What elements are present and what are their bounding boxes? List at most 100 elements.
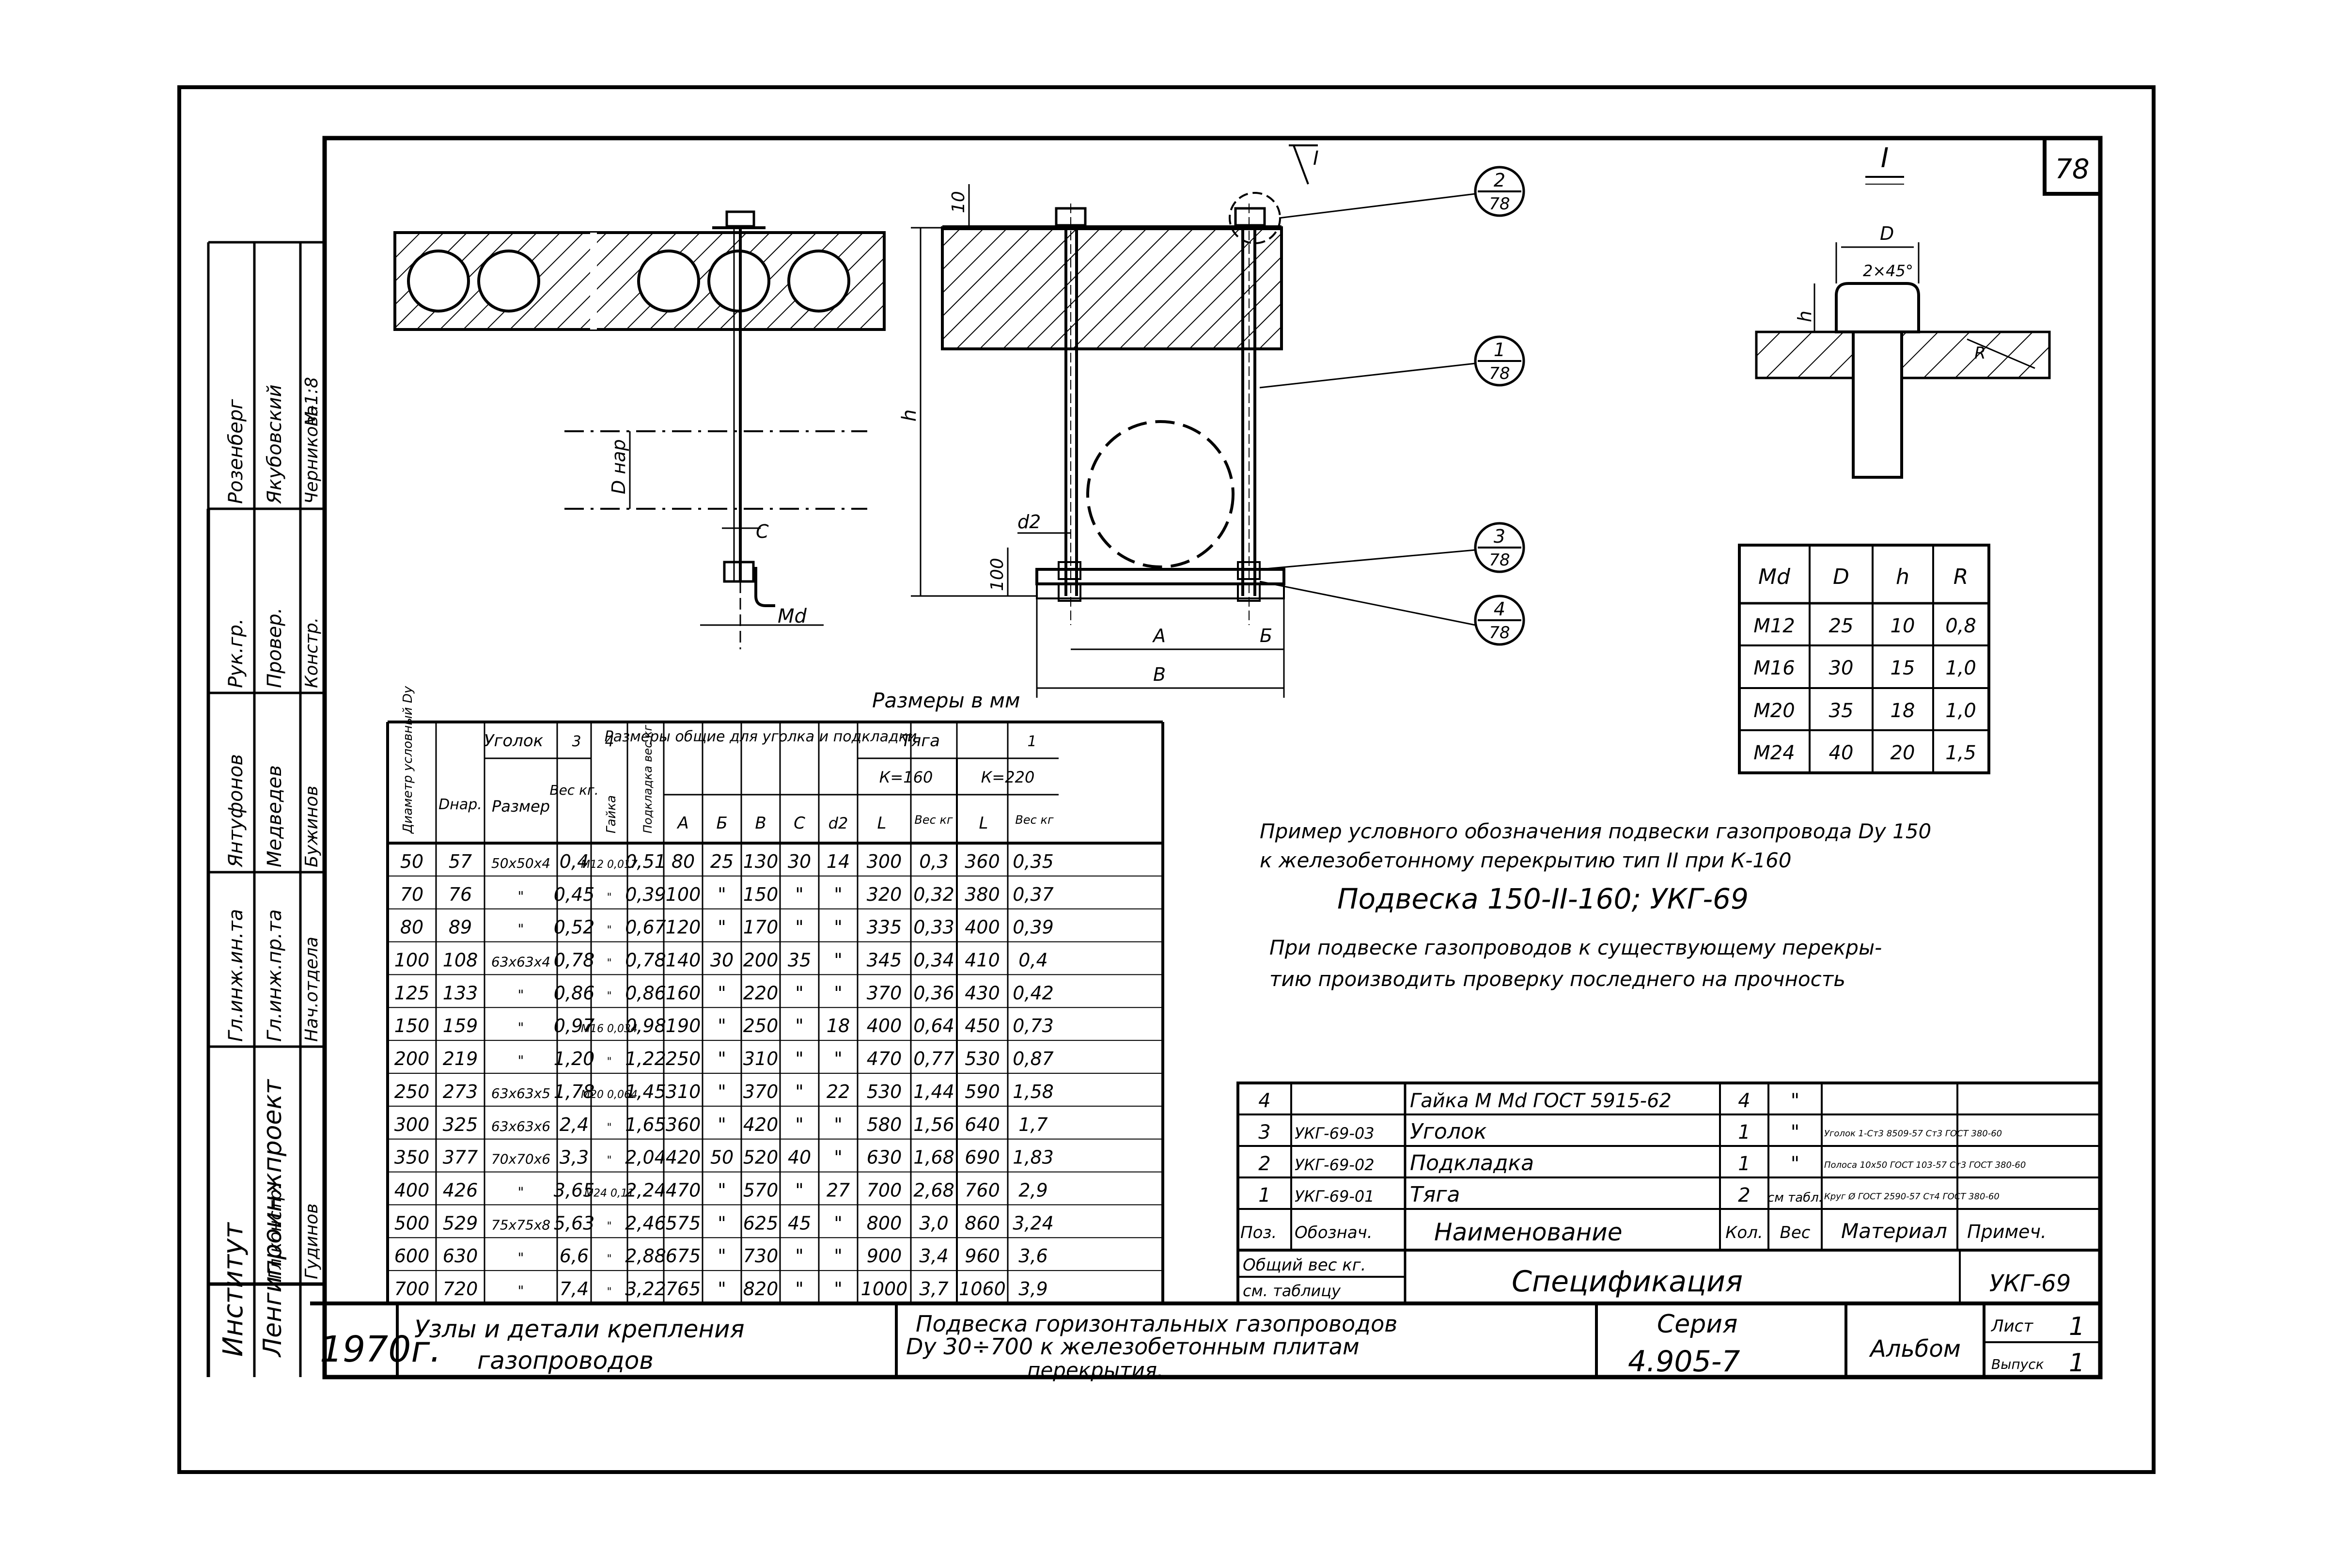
- cell-r9-c2: 70х70х6: [491, 1151, 550, 1167]
- cell-r12-c14: 3,6: [1018, 1245, 1047, 1267]
- cell-r8-c13: 640: [965, 1114, 1000, 1135]
- svg-text:Гайка М Md ГОСТ 5915-62: Гайка М Md ГОСТ 5915-62: [1410, 1090, 1672, 1112]
- cell-r4-c12: 0,36: [913, 982, 954, 1004]
- svg-text:R: R: [1954, 564, 1969, 589]
- cell-r5-c5: 0,98: [625, 1015, 666, 1036]
- spec-title: Спецификация: [1512, 1265, 1743, 1299]
- cell-r9-c8: 520: [743, 1147, 779, 1168]
- cell-r8-c12: 1,56: [913, 1114, 954, 1135]
- hdr-ugolok-num: 3: [572, 733, 581, 750]
- cell-r4-c2: ": [518, 987, 524, 1003]
- cell-r4-c5: 0,86: [625, 982, 666, 1004]
- cell-r10-c0: 400: [394, 1179, 430, 1201]
- cell-r4-c3: 0,86: [554, 982, 595, 1004]
- cell-r3-c4: ": [607, 957, 611, 969]
- cell-r3-c2: 63х63х4: [491, 954, 550, 970]
- svg-text:Полоса 10х50 ГОСТ 103-57 Ст3 Г: Полоса 10х50 ГОСТ 103-57 Ст3 ГОСТ 380-60: [1824, 1160, 2026, 1170]
- cell-r2-c12: 0,33: [913, 917, 954, 938]
- hdr-ugolok: Уголок: [484, 731, 544, 751]
- cell-r9-c1: 377: [443, 1147, 478, 1168]
- example-line2: к железобетонному перекрытию тип II при …: [1260, 848, 1792, 872]
- cell-r4-c13: 430: [965, 982, 1000, 1004]
- dim-h-left: h: [898, 409, 921, 422]
- institute-line1: Институт: [218, 1222, 249, 1357]
- svg-text:М20: М20: [1753, 700, 1795, 722]
- detail-dim-r: R: [1974, 344, 1986, 363]
- cell-r11-c2: 75х75х8: [491, 1217, 550, 1233]
- svg-text:см табл.: см табл.: [1767, 1191, 1823, 1205]
- cell-r1-c9: ": [795, 884, 803, 905]
- cell-r4-c8: 220: [743, 982, 779, 1004]
- cell-r7-c0: 250: [394, 1081, 430, 1102]
- hdr-razmer: Размер: [492, 797, 550, 815]
- tb-title-1: Подвеска горизонтальных газопроводов: [916, 1311, 1397, 1337]
- title-block: 1970г. Узлы и детали крепления газопрово…: [310, 1301, 2100, 1382]
- section-mark-top: I: [1313, 147, 1319, 170]
- cell-r7-c4: М20 0,064: [581, 1089, 638, 1101]
- cell-r7-c14: 1,58: [1013, 1081, 1054, 1102]
- cell-r2-c7: ": [718, 917, 726, 938]
- cell-r13-c11: 1000: [861, 1278, 908, 1300]
- cell-r0-c13: 360: [965, 851, 1000, 872]
- cell-r5-c14: 0,73: [1013, 1015, 1054, 1036]
- cell-r8-c4: ": [607, 1122, 611, 1134]
- svg-text:3: 3: [1258, 1121, 1270, 1144]
- cell-r9-c4: ": [607, 1155, 611, 1167]
- cell-r9-c13: 690: [965, 1147, 1000, 1168]
- hdr-l160: L: [877, 814, 887, 833]
- stamp-role-4: Гл.констр.: [266, 1184, 285, 1279]
- svg-text:15: 15: [1891, 657, 1915, 679]
- svg-text:УКГ-69-03: УКГ-69-03: [1295, 1124, 1375, 1143]
- cell-r12-c3: 6,6: [560, 1245, 589, 1267]
- cell-r0-c5: 0,51: [625, 851, 666, 872]
- cell-r1-c5: 0,39: [625, 884, 666, 905]
- cell-r6-c14: 0,87: [1013, 1048, 1054, 1069]
- cell-r7-c11: 530: [867, 1081, 902, 1102]
- cell-r8-c7: ": [718, 1114, 726, 1135]
- cell-r5-c3: 0,97: [554, 1015, 595, 1036]
- hdr-ves: Вес кг.: [549, 782, 598, 798]
- callout-2: 2 78: [1474, 166, 1525, 217]
- svg-text:Наименование: Наименование: [1434, 1218, 1623, 1246]
- svg-text:М24: М24: [1753, 742, 1795, 764]
- stamp-role-5: Рук.гр.: [225, 618, 247, 688]
- cell-r2-c0: 80: [400, 917, 423, 938]
- tb-title-3: перекрытия.: [1027, 1358, 1163, 1382]
- cell-r9-c5: 2,04: [625, 1147, 666, 1168]
- svg-text:1: 1: [1738, 1153, 1750, 1175]
- cell-r0-c3: 0,4: [560, 851, 589, 872]
- cell-r0-c9: 30: [788, 851, 811, 872]
- cell-r1-c1: 76: [449, 884, 472, 905]
- cell-r8-c3: 2,4: [560, 1114, 589, 1135]
- cell-r5-c8: 250: [743, 1015, 779, 1036]
- cell-r9-c10: ": [834, 1147, 842, 1168]
- cell-r10-c14: 2,9: [1018, 1179, 1047, 1201]
- svg-text:Подкладка: Подкладка: [1410, 1151, 1534, 1176]
- detail-dim-d: D: [1880, 223, 1894, 244]
- cell-r13-c0: 700: [394, 1278, 430, 1300]
- svg-text:": ": [1791, 1121, 1799, 1144]
- cell-r3-c1: 108: [443, 949, 478, 971]
- cell-r4-c10: ": [834, 982, 842, 1004]
- cell-r8-c11: 580: [867, 1114, 902, 1135]
- tb-series-value: 4.905-7: [1628, 1345, 1740, 1379]
- cell-r11-c9: 45: [788, 1212, 811, 1234]
- cell-r11-c4: ": [607, 1220, 611, 1232]
- cell-r12-c0: 600: [394, 1245, 430, 1267]
- svg-text:2: 2: [1494, 170, 1505, 191]
- detail-dim-h: h: [1794, 311, 1815, 322]
- cell-r3-c13: 410: [965, 949, 1000, 971]
- cell-r11-c1: 529: [443, 1212, 478, 1234]
- svg-text:Материал: Материал: [1841, 1219, 1947, 1243]
- cell-r8-c9: ": [795, 1114, 803, 1135]
- cell-r7-c3: 1,78: [554, 1081, 595, 1102]
- stamp-name-1: Янтуфонов: [225, 754, 247, 868]
- cell-r5-c9: ": [795, 1015, 803, 1036]
- sheet-number: 78: [2055, 154, 2089, 185]
- dim-d2: d2: [1017, 511, 1041, 533]
- svg-text:30: 30: [1829, 657, 1854, 679]
- svg-text:1,5: 1,5: [1945, 742, 1976, 764]
- svg-text:М12: М12: [1753, 615, 1795, 637]
- cell-r0-c10: 14: [827, 851, 850, 872]
- tb-series-label: Серия: [1657, 1310, 1737, 1339]
